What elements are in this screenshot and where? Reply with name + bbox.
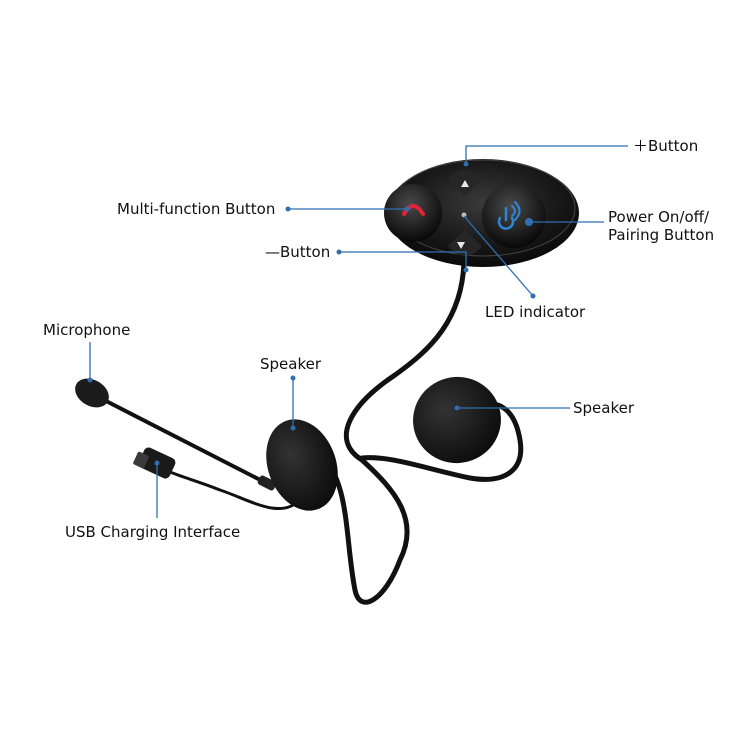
phone-call-icon: [402, 204, 425, 216]
label-speaker-left: Speaker: [260, 355, 322, 373]
led-indicator: [461, 212, 467, 218]
label-power-button: Power On/off/ Pairing Button: [608, 208, 714, 244]
label-usb-charging-interface: USB Charging Interface: [65, 523, 241, 541]
label-multi-function-button: Multi-function Button: [117, 200, 276, 218]
leader-led: [463, 215, 534, 297]
label-plus-button: ＋Button: [633, 137, 699, 155]
control-unit: [384, 159, 579, 267]
microphone-foam: [75, 378, 109, 408]
power-bluetooth-icon: [497, 201, 521, 230]
power-pairing-button[interactable]: [482, 184, 546, 248]
leader-plus-button: [465, 145, 628, 164]
leader-lines: [89, 145, 628, 518]
label-power-button-line1: Power On/off/: [608, 208, 710, 226]
speaker-right: [413, 376, 501, 464]
plus-arrow-icon: [461, 180, 469, 187]
label-minus-button: —Button: [265, 243, 331, 261]
leader-minus-button: [339, 251, 467, 270]
speaker-left: [266, 419, 338, 511]
minus-arrow-icon: [457, 242, 465, 249]
minus-button[interactable]: [448, 230, 482, 256]
label-microphone: Microphone: [43, 321, 131, 339]
label-led-indicator: LED indicator: [485, 303, 586, 321]
label-speaker-right: Speaker: [573, 399, 635, 417]
leader-dots: [87, 161, 536, 466]
multi-function-button[interactable]: [384, 184, 442, 242]
label-power-button-line2: Pairing Button: [608, 226, 715, 244]
cable: [168, 259, 524, 605]
microphone-boom: [75, 378, 277, 491]
